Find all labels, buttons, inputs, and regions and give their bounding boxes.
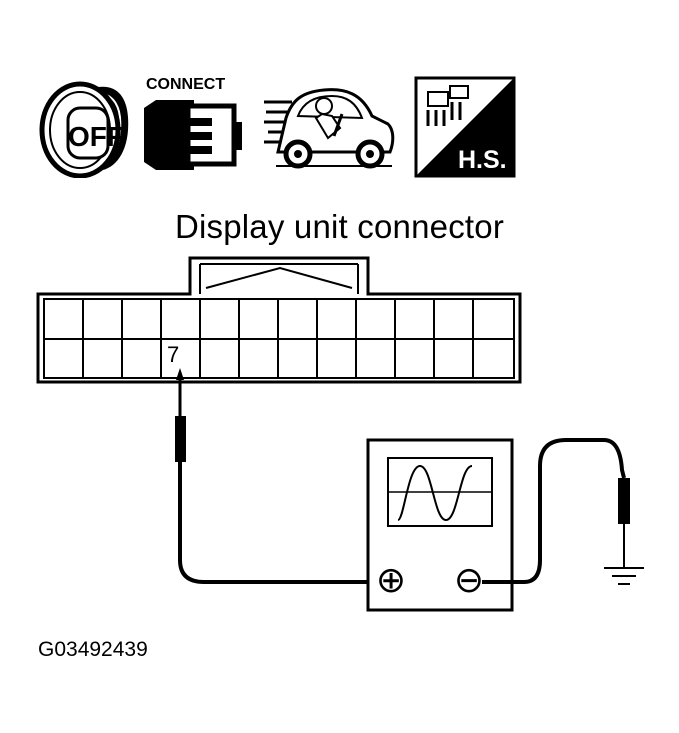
negative-lead bbox=[482, 438, 626, 584]
sine-wave-trace bbox=[397, 464, 473, 522]
hs-test-icon: H.S. bbox=[414, 76, 516, 178]
terminal-7-label: 7 bbox=[167, 342, 180, 367]
diagram-title: Display unit connector bbox=[174, 208, 505, 245]
connector-icon: CONNECT bbox=[144, 76, 242, 170]
ignition-key-icon: OFF bbox=[39, 81, 129, 178]
negative-terminal: ⊖ bbox=[453, 560, 485, 601]
hs-label: H.S. bbox=[458, 146, 507, 174]
positive-terminal: ⊕ bbox=[375, 560, 407, 601]
display-unit-connector bbox=[36, 256, 522, 384]
negative-probe bbox=[618, 478, 630, 568]
oscilloscope bbox=[366, 438, 514, 612]
connect-label: CONNECT bbox=[146, 76, 225, 93]
figure-reference-code: G03492439 bbox=[38, 638, 148, 661]
positive-probe bbox=[175, 368, 186, 462]
positive-lead bbox=[178, 462, 378, 584]
ground-symbol bbox=[604, 567, 644, 585]
off-label: OFF bbox=[68, 121, 124, 152]
driving-car-icon bbox=[264, 88, 395, 169]
